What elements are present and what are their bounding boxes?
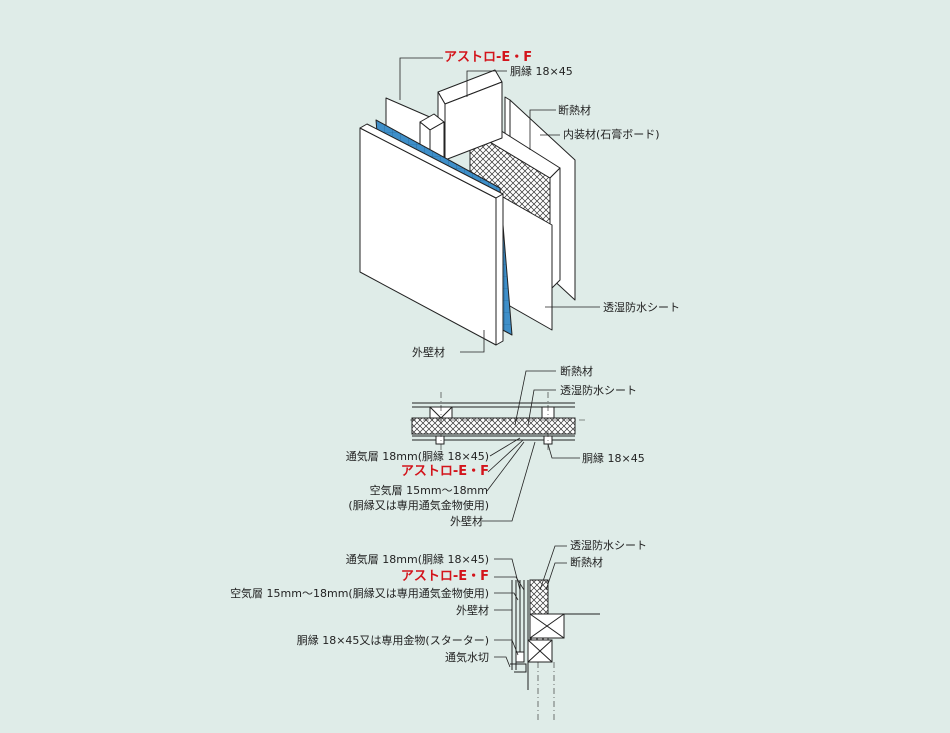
section-leaders bbox=[494, 545, 567, 668]
section-starter-label: 胴縁 18×45又は専用金物(スターター) bbox=[296, 634, 489, 647]
isometric-wall-view bbox=[359, 69, 576, 346]
exterior-panel bbox=[359, 123, 504, 346]
section-flashing bbox=[510, 663, 527, 673]
vertical-section bbox=[510, 579, 600, 720]
section-gap-label: 空気層 15mm〜18mm(胴縁又は専用通気金物使用) bbox=[230, 587, 489, 600]
plan-membrane-label: 透湿防水シート bbox=[560, 384, 637, 397]
section-starter bbox=[515, 651, 525, 663]
iso-leaders bbox=[399, 57, 600, 353]
iso-insulation-label: 断熱材 bbox=[558, 104, 591, 117]
section-exterior-label: 外壁材 bbox=[456, 604, 489, 617]
section-airlayer-label: 通気層 18mm(胴縁 18×45) bbox=[345, 553, 489, 566]
plan-product-label: アストロ-E・F bbox=[400, 464, 489, 479]
plan-section bbox=[410, 392, 585, 452]
section-insulation-label: 断熱材 bbox=[570, 556, 603, 569]
iso-membrane-label: 透湿防水シート bbox=[603, 301, 680, 314]
iso-batten-label: 胴縁 18×45 bbox=[510, 65, 573, 78]
plan-insulation-label: 断熱材 bbox=[560, 365, 593, 378]
section-membrane-label: 透湿防水シート bbox=[570, 539, 647, 552]
iso-product-label: アストロ-E・F bbox=[444, 50, 533, 65]
plan-leaders bbox=[482, 370, 580, 522]
plan-batten-label: 胴縁 18×45 bbox=[582, 452, 645, 465]
plan-gap-note: (胴縁又は専用通気金物使用) bbox=[348, 499, 489, 512]
section-product-label: アストロ-E・F bbox=[400, 569, 489, 584]
iso-interior-label: 内装材(石膏ボード) bbox=[563, 128, 660, 141]
iso-exterior-label: 外壁材 bbox=[412, 346, 445, 359]
plan-batten bbox=[435, 435, 445, 445]
plan-gap-label: 空気層 15mm〜18mm bbox=[369, 484, 488, 497]
plan-exterior-label: 外壁材 bbox=[450, 515, 483, 528]
plan-insulation bbox=[411, 417, 576, 435]
section-flashing-label: 通気水切 bbox=[445, 651, 489, 664]
plan-airlayer-label: 通気層 18mm(胴縁 18×45) bbox=[345, 450, 489, 463]
